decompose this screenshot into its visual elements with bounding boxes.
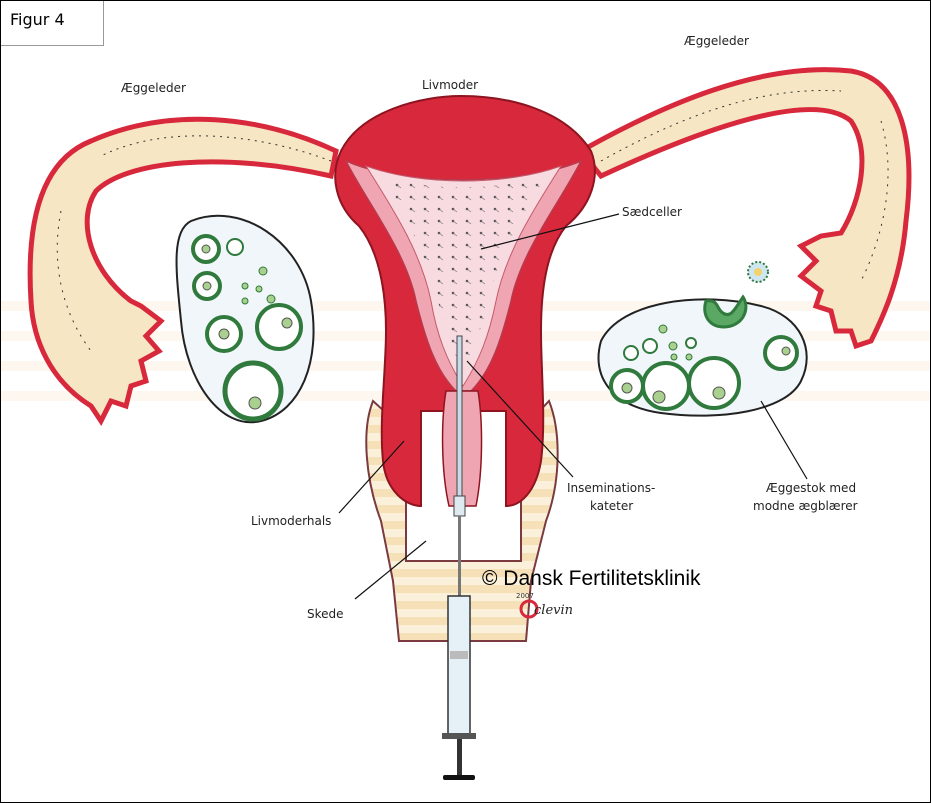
label-ovary-line2: modne ægblærer xyxy=(753,499,858,513)
copyright-notice: © Dansk Fertilitetsklinik xyxy=(482,567,701,590)
label-cervix: Livmoderhals xyxy=(251,514,331,528)
figure-label-box: Figur 4 xyxy=(1,1,104,46)
label-uterus: Livmoder xyxy=(422,78,478,92)
label-vagina: Skede xyxy=(307,607,344,621)
label-right-fallopian-tube: Æggeleder xyxy=(684,34,749,48)
label-catheter-line2: kateter xyxy=(590,499,633,513)
label-sperm-cells: Sædceller xyxy=(622,205,682,219)
figure-label: Figur 4 xyxy=(10,10,65,29)
label-catheter-line1: Inseminations- xyxy=(567,481,655,495)
released-egg xyxy=(748,262,768,282)
label-ovary-line1: Æggestok med xyxy=(766,481,856,495)
signature-text: clevin xyxy=(534,603,573,618)
right-ovary xyxy=(599,297,807,416)
label-left-fallopian-tube: Æggeleder xyxy=(121,81,186,95)
signature-year: 2007 xyxy=(516,592,534,600)
